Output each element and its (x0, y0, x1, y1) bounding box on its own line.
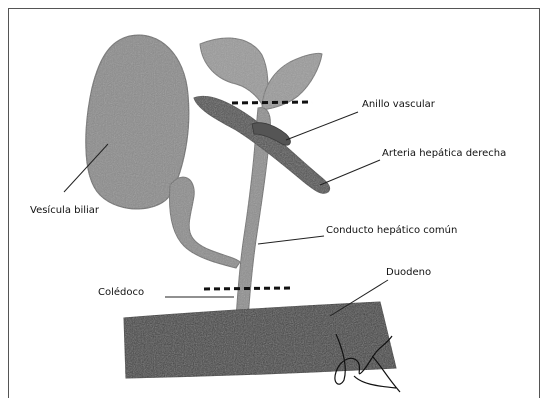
cystic-duct-shape (170, 177, 240, 268)
label-duodeno: Duodeno (386, 267, 431, 278)
leader-conducto (258, 236, 324, 244)
leader-arteria (320, 160, 380, 185)
label-anillo-vascular: Anillo vascular (362, 99, 435, 110)
label-vesicula-biliar: Vesícula biliar (30, 205, 99, 216)
duodenum-shape (124, 302, 396, 378)
label-conducto-hepatico-comun: Conducto hepático común (326, 225, 457, 236)
lower-dashed-cutline (204, 288, 290, 289)
label-arteria-hepatica-derecha: Arteria hepática derecha (382, 148, 506, 159)
leader-anillo (286, 112, 358, 140)
label-coledoco: Colédoco (98, 287, 144, 298)
